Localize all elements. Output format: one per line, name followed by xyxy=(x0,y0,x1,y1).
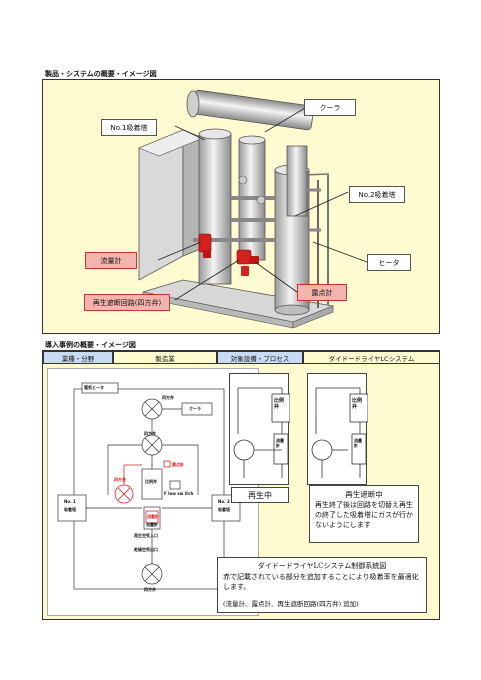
regen-cut-title: 再生遮断中 xyxy=(345,490,383,499)
diag-heater-label: 電気ヒータ xyxy=(84,385,104,390)
mini-cut-flowmeter xyxy=(351,433,367,465)
diag-flow-switch-label: F low sw itch xyxy=(164,491,194,496)
mini-regen-flowmeter xyxy=(273,433,289,465)
callout-no2-tower: No.2吸着塔 xyxy=(349,186,405,203)
callout-cooler: クーラ xyxy=(304,99,356,116)
mini-regen-flow-label: 流量計 xyxy=(276,438,284,448)
diag-dewpoint-label: 露点計 xyxy=(172,462,184,467)
dryer-machine-illustration xyxy=(138,89,368,329)
mini-regen-ratio-valve xyxy=(271,393,290,423)
diag-valve-top-label: 四方弁 xyxy=(162,395,174,400)
section2-title: 導入事例の概要・イメージ図 xyxy=(45,341,136,349)
diag-ratio-valve-label: 比例弁 xyxy=(145,479,157,484)
callout-regen-circuit: 再生遮断回路(四方弁) xyxy=(84,294,170,311)
flowmeter-red-box xyxy=(145,510,159,524)
diag-dry-outlet-label: 乾燥空気出口 xyxy=(134,547,158,552)
mini-regen-ratio-label: 比例弁 xyxy=(274,398,285,410)
product-overview-panel: No.1吸着塔 クーラ No.2吸着塔 ヒータ 流量計 露点計 再生遮断回路(四… xyxy=(42,79,440,334)
case-overview-panel: 業種・分野 製造業 対象設備・プロセス ダイドードライヤLCシステム xyxy=(42,350,440,620)
cooler-cylinder xyxy=(192,89,314,131)
callout-dewpoint: 露点計 xyxy=(297,284,347,301)
industry-value: 製造業 xyxy=(113,351,217,364)
callout-flowmeter: 流量計 xyxy=(85,252,137,269)
diag-flowmeter-red-label: 流量計 xyxy=(147,514,159,519)
heater-box xyxy=(81,382,119,394)
diag-regen-inlet-label: 再生空気入口 xyxy=(134,533,158,538)
dewpoint-red-box xyxy=(163,460,171,468)
diag-flowmeter-bottom-label: 流量計 xyxy=(146,522,158,527)
callout-heater: ヒータ xyxy=(367,254,411,271)
diag-tower2-b: 吸着塔 xyxy=(218,507,230,512)
regen-label-box: 再生中 xyxy=(231,487,289,503)
diag-valve-red-label: 四方弁 xyxy=(114,477,126,482)
no1-tower xyxy=(198,133,232,285)
mini-diagram-regen: 比例弁 流量計 xyxy=(229,373,290,485)
target-label: 対象設備・プロセス xyxy=(217,351,303,364)
target-value: ダイドードライヤLCシステム xyxy=(303,351,440,364)
bottom-additions: (流量計、露点計、再生遮断回路(四方弁) 追加) xyxy=(223,600,359,608)
callout-no1-tower: No.1吸着塔 xyxy=(101,119,157,136)
mini-cut-ratio-valve xyxy=(349,393,368,423)
mini-cut-ratio-label: 比例弁 xyxy=(352,398,363,410)
diag-tower1-b: 吸着塔 xyxy=(64,507,76,512)
red-dewpoint-meter xyxy=(241,266,249,276)
red-four-way-valve xyxy=(236,249,252,265)
industry-label: 業種・分野 xyxy=(43,351,113,364)
bottom-title: ダイドードライヤLCシステム制御系統図 xyxy=(257,562,387,570)
diag-valve-bottom-label: 四方弁 xyxy=(144,587,156,592)
diag-cooler-label: クーラ xyxy=(189,406,201,411)
diag-tower1-a: No. 1 xyxy=(64,499,76,504)
diag-tower2-a: No. 2 xyxy=(218,499,230,504)
regen-label: 再生中 xyxy=(248,491,272,500)
regen-cut-text: 再生終了後は回路を切替え再生の終了した吸着塔にガスが行かないようにします xyxy=(315,501,413,529)
section1-title: 製品・システムの概要・イメージ図 xyxy=(45,70,157,78)
mini-diagram-cut: 比例弁 流量計 xyxy=(307,373,368,485)
regen-cut-note: 再生遮断中 再生終了後は回路を切替え再生の終了した吸着塔にガスが行かないようにし… xyxy=(309,485,419,543)
heater-column xyxy=(286,145,308,217)
red-flowmeter xyxy=(198,233,212,253)
mini-cut-flow-label: 流量計 xyxy=(354,438,362,448)
diag-valve-mid-label: 四方弁 xyxy=(144,431,156,436)
bottom-note: ダイドードライヤLCシステム制御系統図 赤で記載されている部分を追加することによ… xyxy=(217,557,427,613)
bottom-text: 赤で記載されている部分を追加することにより吸着率を最適化します。 xyxy=(223,573,419,591)
